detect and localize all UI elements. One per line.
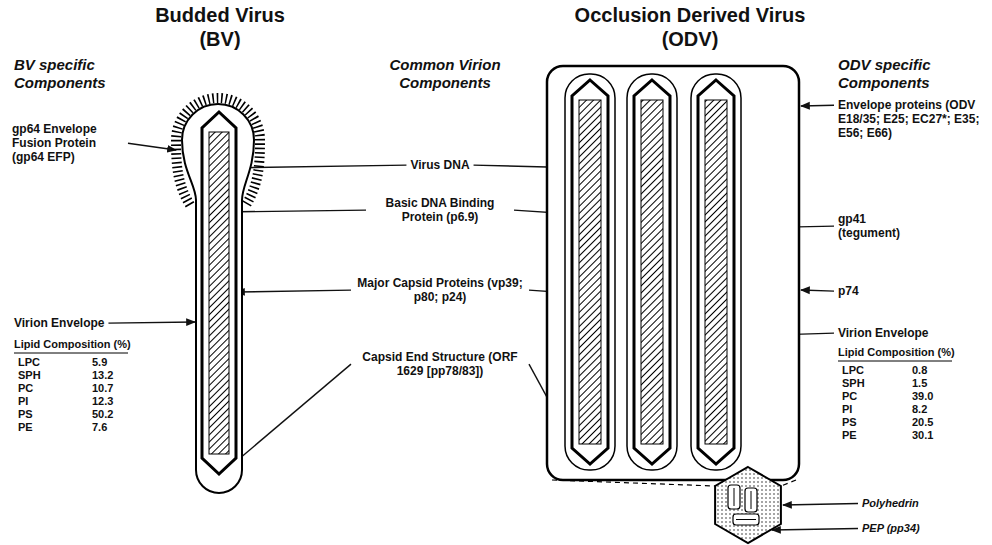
nucleocapsid-outline [627,74,677,470]
table-header: Lipid Composition (%) [14,338,131,351]
capsid [698,80,734,464]
table-cell: PC [842,390,857,403]
column-heading: ODV specific Components [838,56,968,91]
table-cell: 7.6 [92,421,107,434]
table-cell: 12.3 [92,395,113,408]
leader-line [772,528,858,530]
callout-label: p74 [838,284,859,298]
capsid [634,80,670,464]
table-cell: PI [842,403,852,416]
table-cell: 0.8 [912,364,927,377]
callout-label: Polyhedrin [862,497,919,510]
virus-title: Occlusion Derived Virus [575,4,806,28]
callout-label: Basic DNA Binding Protein (p6.9) [370,196,510,224]
table-cell: 20.5 [912,416,933,429]
table-cell: 30.1 [912,429,933,442]
table-cell: 39.0 [912,390,933,403]
table-cell: 13.2 [92,369,113,382]
table-rule [838,361,952,362]
virus-title: (ODV) [662,28,719,52]
table-cell: LPC [18,356,40,369]
virus-dna [209,132,229,454]
capsid [572,80,608,464]
virus-dna [579,100,601,444]
virus-title: (BV) [199,28,240,52]
virus-dna [641,100,663,444]
callout-label: Virion Envelope [838,326,928,340]
callout-label: Virus DNA [410,158,469,172]
leader-line [801,290,834,291]
table-cell: 1.5 [912,377,927,390]
leader-line [783,503,858,505]
callout-label: Envelope proteins (ODV E18/35; E25; EC27… [838,98,990,140]
leader-line [226,364,351,470]
nucleocapsid-outline [691,74,741,470]
virion-envelope [182,104,254,493]
table-cell: PS [842,416,857,429]
leader-line [236,290,351,292]
leader-line [222,210,366,212]
polyhedron [715,467,781,543]
table-cell: 10.7 [92,382,113,395]
budded-virus [176,98,260,493]
leader-line [128,143,176,150]
table-cell: 50.2 [92,408,113,421]
table-cell: 5.9 [92,356,107,369]
table-rule [14,353,128,354]
leader-line [801,105,834,107]
callout-label: gp41 (tegument) [838,212,918,240]
virus-dna [705,100,727,444]
callout-label: Major Capsid Proteins (vp39; p80; p24) [355,276,525,304]
callout-label: Capsid End Structure (ORF 1629 [pp78/83]… [355,350,525,378]
callout-label: PEP (pp34) [862,522,920,535]
nucleocapsid-outline [565,74,615,470]
virion-detail [734,488,756,520]
odv-envelope [547,66,799,480]
callout-label: gp64 Envelope Fusion Protein (gp64 EFP) [12,122,124,164]
table-cell: PE [842,429,857,442]
table-cell: SPH [842,377,865,390]
callout-label: Virion Envelope [14,316,104,330]
leader-line [108,322,195,323]
polyhedrin-matrix [715,467,781,543]
table-cell: LPC [842,364,864,377]
capsid [202,112,236,474]
column-heading: Common Virion Components [375,56,515,91]
table-cell: PE [18,421,33,434]
occlusion-derived-virus [547,66,799,480]
table-header: Lipid Composition (%) [838,346,955,359]
column-heading: BV specific Components [14,56,134,91]
table-cell: PS [18,408,33,421]
table-cell: PI [18,395,28,408]
table-cell: 8.2 [912,403,927,416]
virus-title: Budded Virus [155,4,285,28]
table-cell: PC [18,382,33,395]
table-cell: SPH [18,369,41,382]
